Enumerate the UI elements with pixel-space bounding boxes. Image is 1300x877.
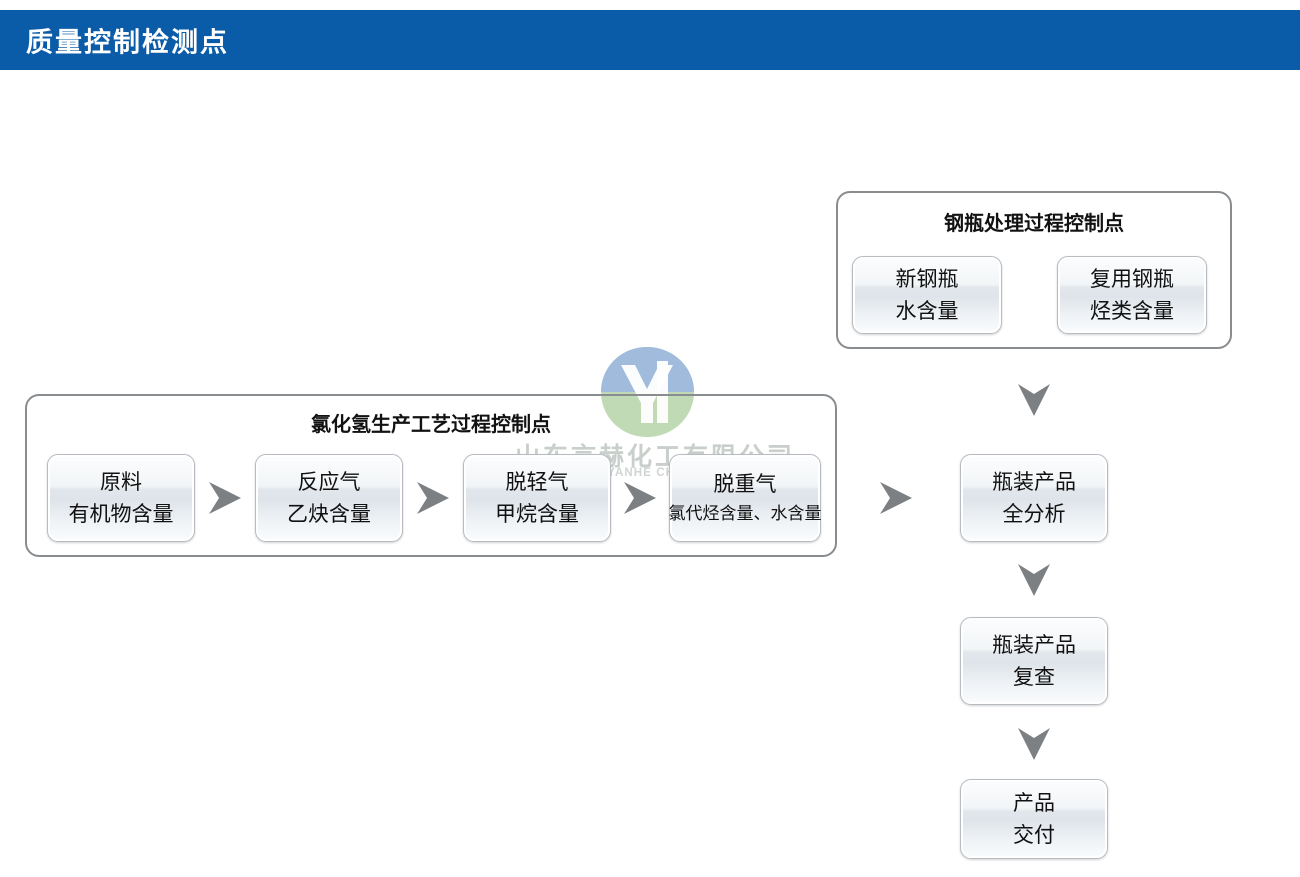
node-bottled-product-full-analysis-line2: 全分析 bbox=[1002, 501, 1066, 526]
node-raw-material-line2: 有机物含量 bbox=[68, 501, 174, 526]
header-bar: 质量控制检测点 bbox=[0, 10, 1300, 70]
node-heavy-gas-removal-line2: 氯代烃含量、水含量 bbox=[668, 503, 822, 524]
node-product-delivery-line1: 产品 bbox=[1013, 790, 1055, 815]
group-cylinder-control-points: 钢瓶处理过程控制点 bbox=[836, 191, 1232, 349]
node-heavy-gas-removal-line1: 脱重气 bbox=[713, 471, 777, 496]
node-product-delivery-line2: 交付 bbox=[1013, 822, 1055, 847]
node-new-cylinder-line2: 水含量 bbox=[895, 298, 959, 323]
arrow-right-4 bbox=[878, 474, 918, 522]
arrow-down-1 bbox=[1010, 382, 1058, 422]
node-light-gas-removal-line2: 甲烷含量 bbox=[495, 501, 579, 526]
arrow-down-3 bbox=[1010, 726, 1058, 766]
node-bottled-product-recheck[interactable]: 瓶装产品 复查 bbox=[960, 617, 1108, 705]
node-reaction-gas[interactable]: 反应气 乙炔含量 bbox=[255, 454, 403, 542]
node-reaction-gas-line2: 乙炔含量 bbox=[287, 501, 371, 526]
arrow-right-1 bbox=[207, 474, 247, 522]
node-product-delivery[interactable]: 产品 交付 bbox=[960, 779, 1108, 859]
group-process-title: 氯化氢生产工艺过程控制点 bbox=[311, 414, 551, 436]
node-raw-material-line1: 原料 bbox=[100, 469, 142, 494]
arrow-right-2 bbox=[415, 474, 455, 522]
node-bottled-product-recheck-line1: 瓶装产品 bbox=[992, 632, 1076, 657]
node-bottled-product-full-analysis-line1: 瓶装产品 bbox=[992, 469, 1076, 494]
group-process-control-points: 氯化氢生产工艺过程控制点 bbox=[25, 394, 837, 557]
arrow-right-3 bbox=[622, 474, 662, 522]
node-heavy-gas-removal[interactable]: 脱重气 氯代烃含量、水含量 bbox=[668, 454, 822, 542]
page-title: 质量控制检测点 bbox=[26, 27, 229, 58]
node-reused-cylinder[interactable]: 复用钢瓶 烃类含量 bbox=[1057, 256, 1207, 334]
node-reused-cylinder-line2: 烃类含量 bbox=[1090, 298, 1174, 323]
node-reaction-gas-line1: 反应气 bbox=[297, 469, 361, 494]
arrow-down-2 bbox=[1010, 562, 1058, 602]
node-bottled-product-full-analysis[interactable]: 瓶装产品 全分析 bbox=[960, 454, 1108, 542]
group-cylinder-title: 钢瓶处理过程控制点 bbox=[944, 213, 1124, 235]
node-new-cylinder-line1: 新钢瓶 bbox=[895, 266, 959, 291]
node-bottled-product-recheck-line2: 复查 bbox=[1013, 664, 1055, 689]
node-new-cylinder[interactable]: 新钢瓶 水含量 bbox=[852, 256, 1002, 334]
node-reused-cylinder-line1: 复用钢瓶 bbox=[1090, 266, 1174, 291]
node-raw-material[interactable]: 原料 有机物含量 bbox=[47, 454, 195, 542]
node-light-gas-removal[interactable]: 脱轻气 甲烷含量 bbox=[463, 454, 611, 542]
node-light-gas-removal-line1: 脱轻气 bbox=[505, 469, 569, 494]
